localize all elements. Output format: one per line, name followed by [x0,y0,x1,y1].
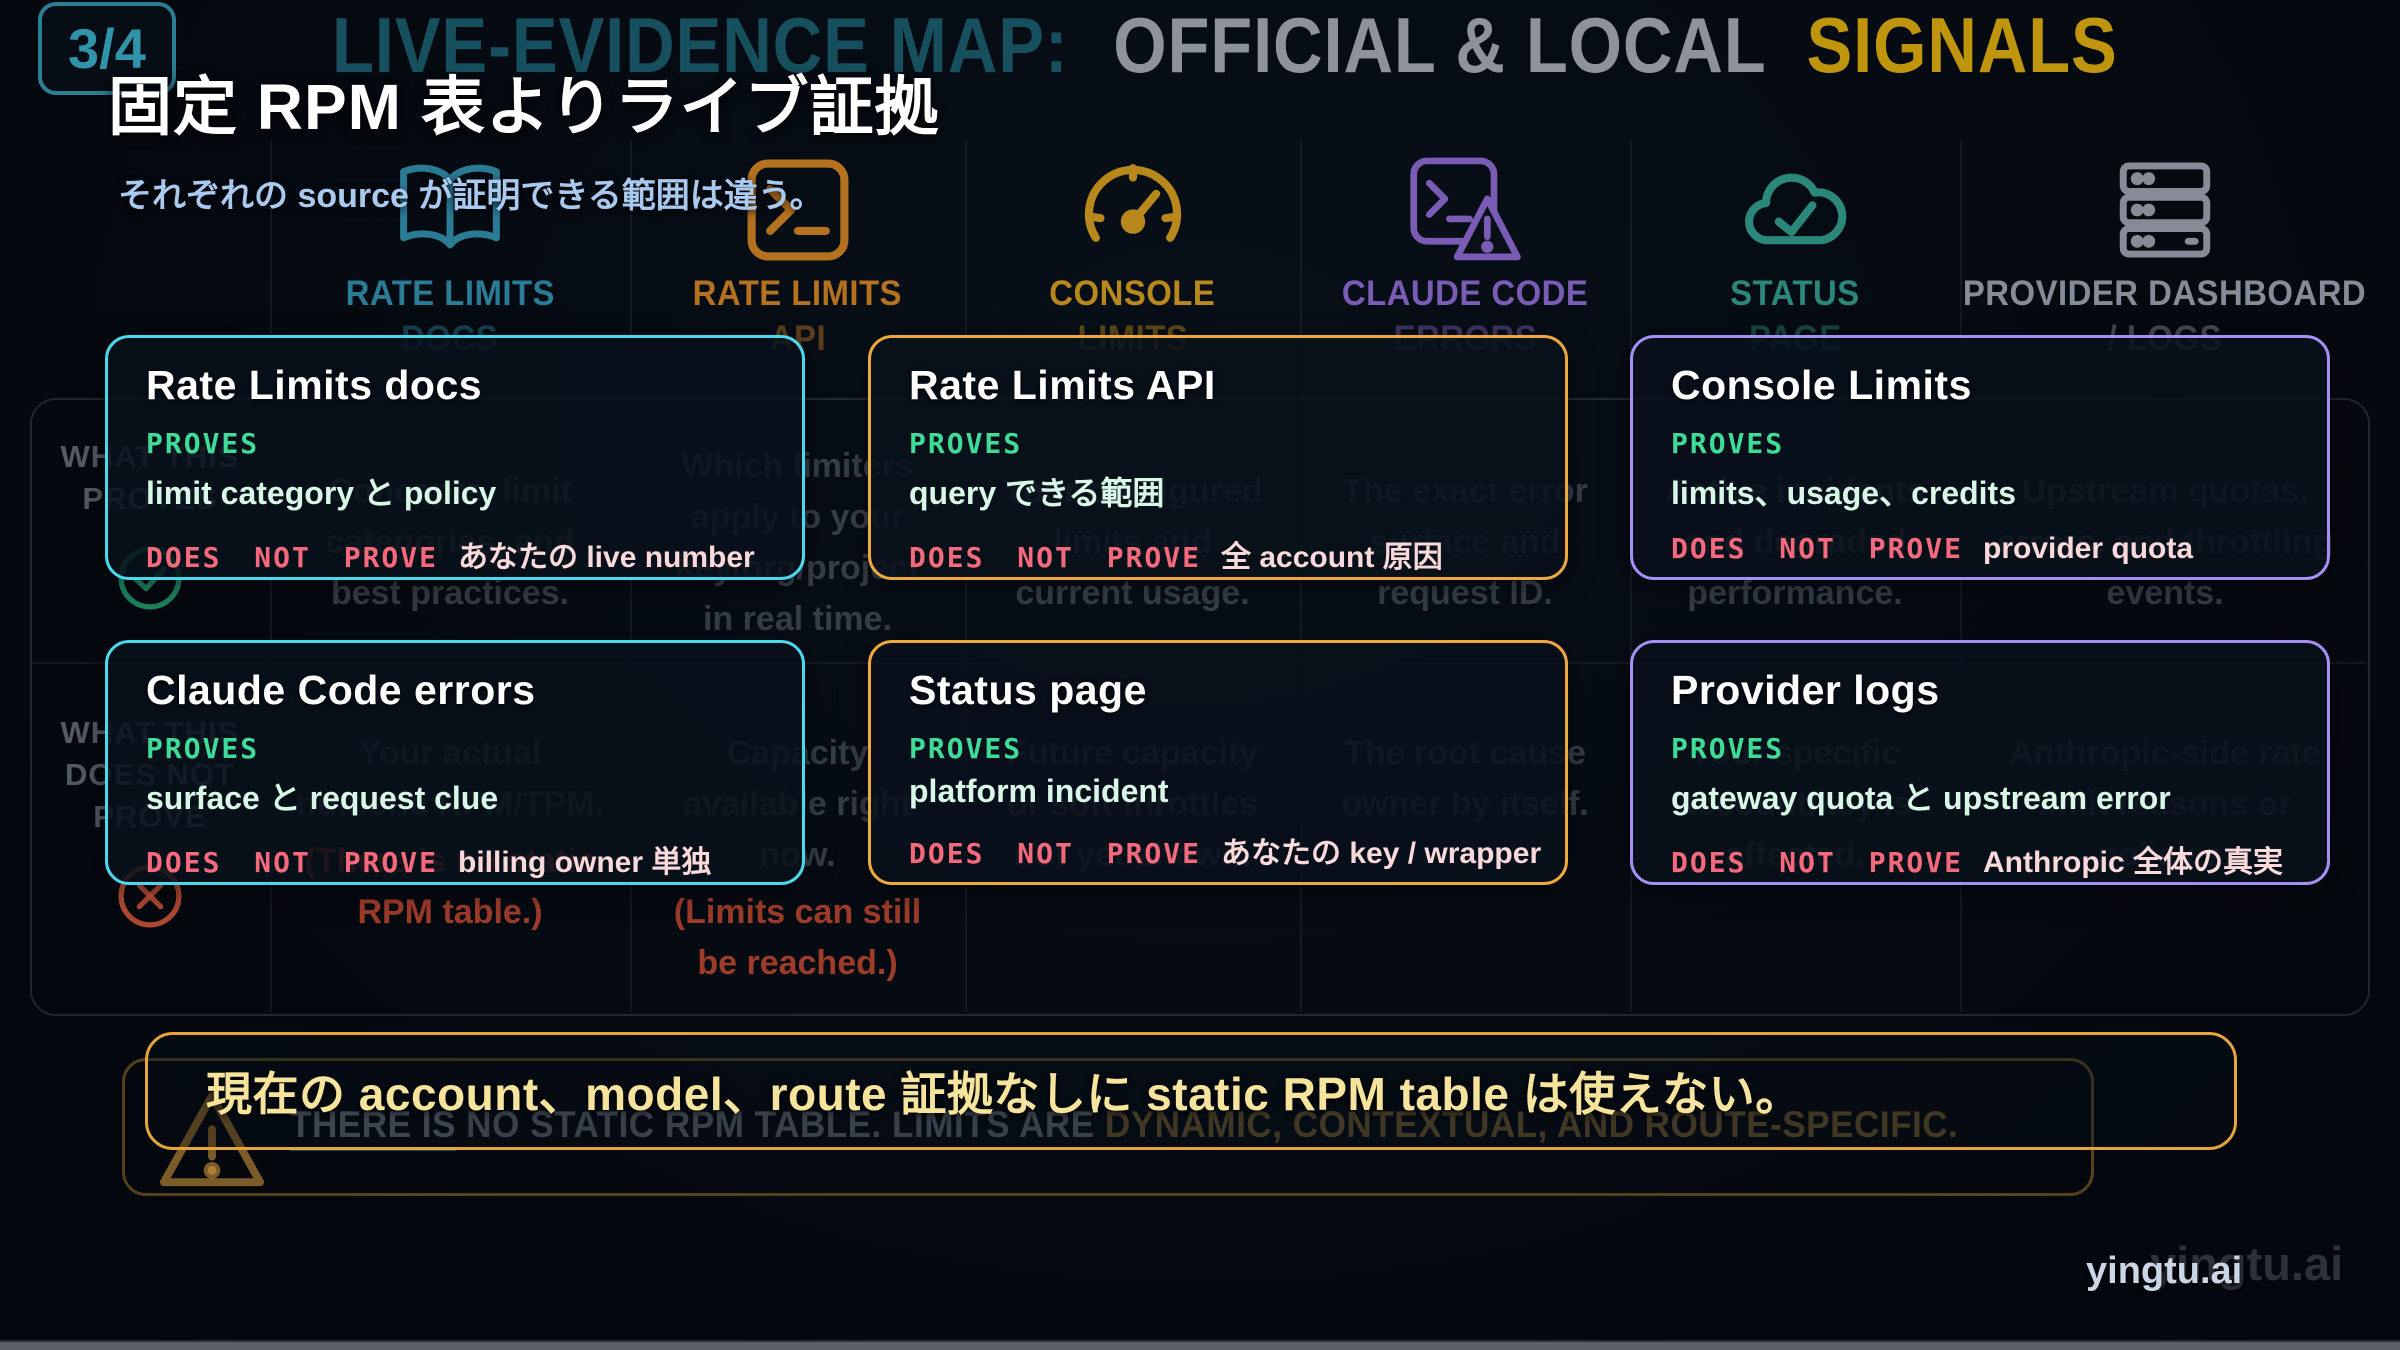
column-label: CONSOLE [1049,274,1216,313]
card-rate-limits-api: Rate Limits API PROVES query できる範囲 DOES … [868,335,1568,580]
does-not-prove-text: Anthropic 全体の真実 [1983,846,2284,879]
warning-triangle-icon [159,1091,265,1187]
window-bottom-bar [0,1340,2400,1350]
footer-lead: THERE IS [290,1104,456,1151]
proves-label: PROVES [1671,427,1785,460]
background-warning-box [122,1058,2094,1196]
does-not-prove-text: あなたの key / wrapper [1221,837,1542,870]
does-not-prove-label: DOES NOT PROVE [909,837,1202,870]
proves-label: PROVES [909,732,1023,765]
column-label: PROVIDER DASHBOARD [1963,274,2367,313]
footer-mid: NO STATIC RPM TABLE. LIMITS ARE [455,1104,1105,1145]
conclusion-banner-text: 現在の account、model、route 証拠なしに static RPM… [206,1068,1802,1120]
book-open-icon [400,164,500,249]
proves-text: gateway quota と upstream error [1671,780,2171,816]
page-title: 固定 RPM 表よりライブ証拠 [108,71,940,143]
card-claude-code-errors: Claude Code errors PROVES surface と requ… [105,640,805,885]
does-not-prove-text: 全 account 原因 [1221,541,1443,574]
proves-label: PROVES [146,732,260,765]
does-not-prove-line: DOES NOT PROVE Anthropic 全体の真実 [1671,837,2289,881]
column-header-rate-limits-api: RATE LIMITS API [630,152,965,402]
does-not-prove-line: DOES NOT PROVE billing owner 単独 [146,837,764,881]
proves-label: PROVES [146,427,260,460]
gauge-icon [1084,164,1181,242]
terminal-warning-icon [1410,157,1521,261]
watermark: yingtu.ai [2086,1250,2243,1292]
card-title: Claude Code errors [146,667,536,713]
does-not-prove-line: DOES NOT PROVE あなたの live number [146,532,764,576]
does-not-prove-text: billing owner 単独 [458,846,712,879]
background-title-official-local: OFFICIAL & LOCAL [1113,1,1766,89]
does-not-prove-line: DOES NOT PROVE provider quota [1671,532,2289,566]
cloud-check-icon [1745,173,1847,245]
does-not-prove-label: DOES NOT PROVE [1671,532,1964,565]
slide-page-badge: 3/4 [38,2,176,95]
card-provider-logs: Provider logs PROVES gateway quota と ups… [1630,640,2330,885]
cell-note: (Limits can still be reached.) [673,893,922,982]
does-not-prove-label: DOES NOT PROVE [146,846,439,879]
terminal-icon [747,159,848,261]
card-rate-limits-docs: Rate Limits docs PROVES limit category と… [105,335,805,580]
conclusion-banner: 現在の account、model、route 証拠なしに static RPM… [145,1032,2237,1150]
table-divider [1630,140,1632,1012]
background-title: LIVE-EVIDENCE MAP: OFFICIAL & LOCAL SIGN… [332,0,2118,91]
proves-text: limit category と policy [146,475,497,511]
does-not-prove-label: DOES NOT PROVE [909,541,1202,574]
proves-text: platform incident [909,773,1169,809]
watermark-echo: yingtu.ai [2150,1237,2344,1290]
does-not-prove-label: DOES NOT PROVE [1671,846,1964,879]
column-header-console-limits: CONSOLE LIMITS [965,152,1300,402]
proves-label: PROVES [909,427,1023,460]
footer-tail: DYNAMIC, CONTEXTUAL, AND ROUTE-SPECIFIC. [1104,1104,1959,1145]
proves-text: surface と request clue [146,780,499,816]
proves-text: query できる範囲 [909,475,1165,511]
card-title: Status page [909,667,1147,713]
page-subtitle: それぞれの source が証明できる範囲は違う。 [118,177,824,215]
proves-label: PROVES [1671,732,1785,765]
column-label: RATE LIMITS [692,274,903,313]
card-console-limits: Console Limits PROVES limits、usage、credi… [1630,335,2330,580]
does-not-prove-line: DOES NOT PROVE 全 account 原因 [909,532,1527,576]
background-title-signals: SIGNALS [1806,1,2118,89]
column-label: STATUS [1730,274,1860,313]
does-not-prove-label: DOES NOT PROVE [146,541,439,574]
background-footer-text: THERE IS NO STATIC RPM TABLE. LIMITS ARE… [290,1104,1959,1151]
background-title-live-evidence: LIVE-EVIDENCE MAP: [332,1,1069,89]
card-title: Rate Limits docs [146,362,483,408]
card-title: Rate Limits API [909,362,1216,408]
column-label: RATE LIMITS [345,274,555,313]
does-not-prove-text: あなたの live number [458,541,755,574]
does-not-prove-line: DOES NOT PROVE あなたの key / wrapper [909,828,1541,872]
server-icon [2119,162,2211,258]
does-not-prove-text: provider quota [1983,532,2194,565]
card-title: Console Limits [1671,362,1972,408]
proves-text: limits、usage、credits [1671,475,2017,511]
column-label: CLAUDE CODE [1341,274,1589,313]
card-title: Provider logs [1671,667,1940,713]
card-status-page: Status page PROVES platform incident DOE… [868,640,1568,885]
